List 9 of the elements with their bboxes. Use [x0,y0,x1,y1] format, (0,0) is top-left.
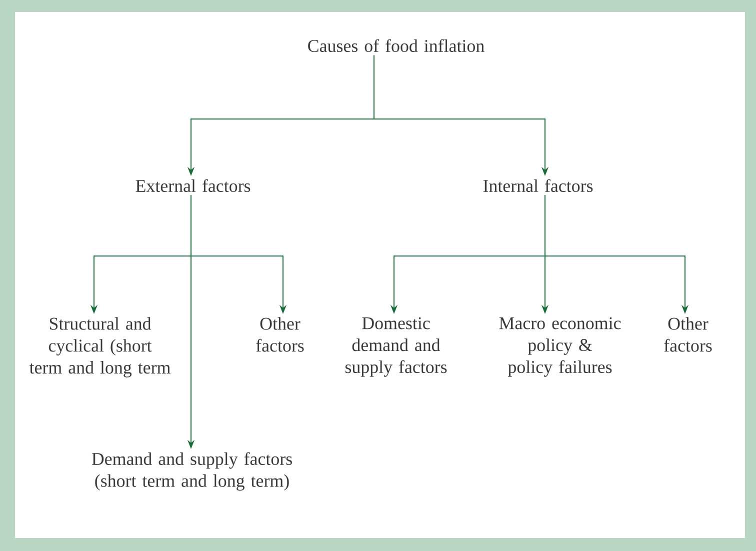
node-label: Structural and cyclical (short term and long term [29,317,170,378]
node-label: Causes of food inflation [308,39,484,52]
node-label: Internal factors [483,179,593,192]
node-label: Macro economic policy & policy failures [499,317,621,377]
node-label: External factors [136,179,250,192]
node-label: Demand and supply factors (short term and long term) [92,452,292,491]
node-label: Domestic demand and supply factors [345,317,447,377]
node-label: Other factors [664,317,712,352]
node-label: Other factors [256,317,304,352]
